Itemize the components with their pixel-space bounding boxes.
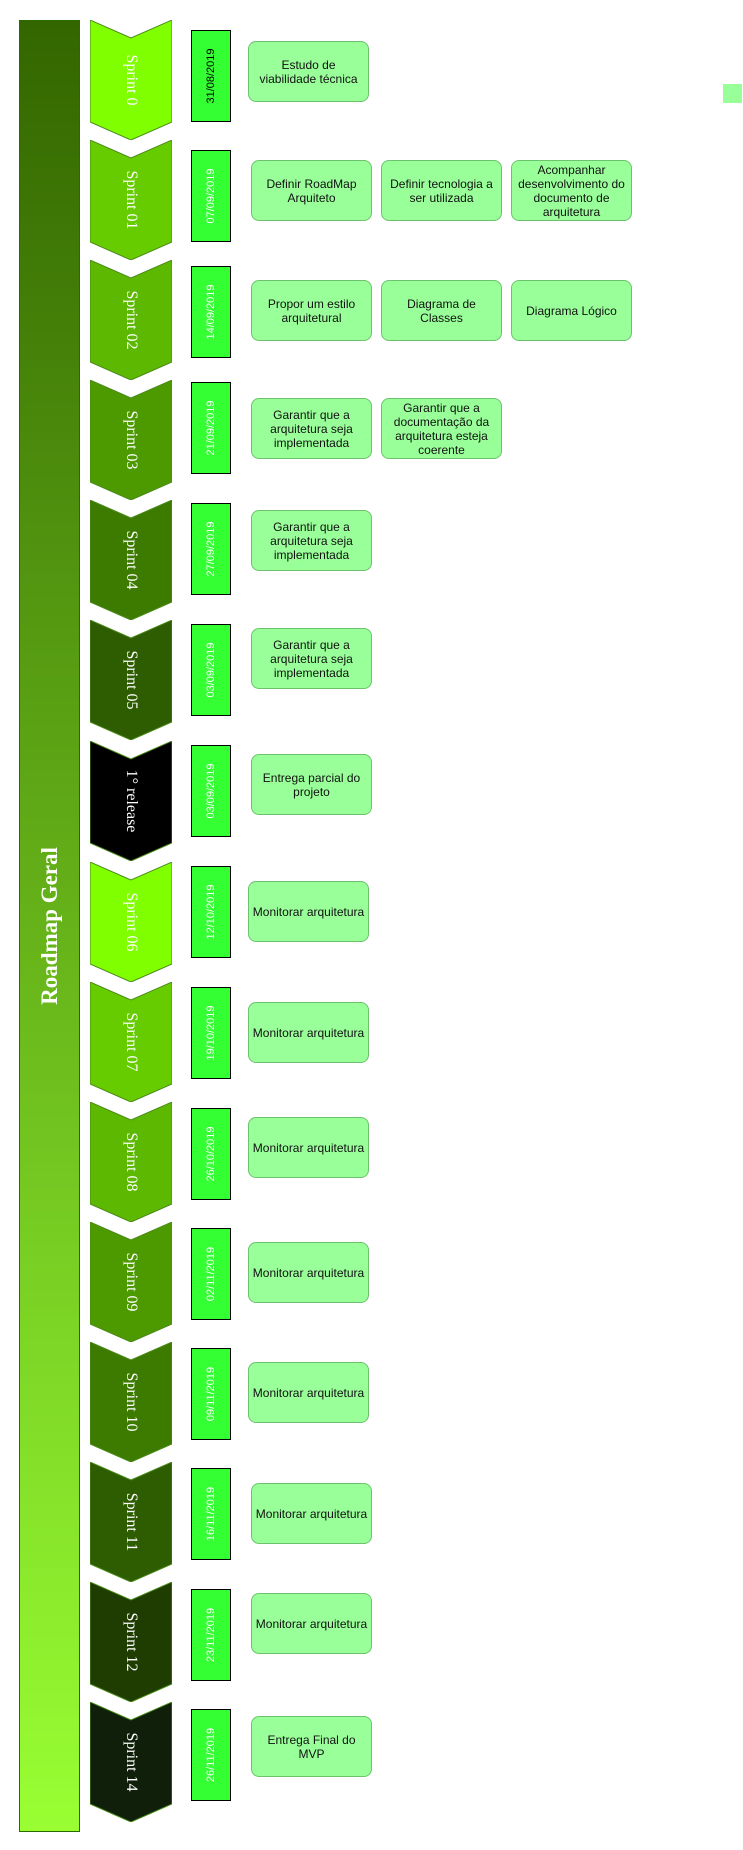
task-card: Entrega parcial do projeto xyxy=(251,754,372,815)
sprint-date-box: 12/10/2019 xyxy=(191,866,231,958)
sprint-chevron: Sprint 07 xyxy=(90,982,172,1102)
sprint-date: 07/09/2019 xyxy=(205,168,217,224)
roadmap-title-bar: Roadmap Geral xyxy=(19,20,80,1832)
sprint-label: Sprint 06 xyxy=(123,892,140,952)
sprint-label: Sprint 12 xyxy=(123,1612,140,1672)
sprint-date: 02/11/2019 xyxy=(205,1246,217,1302)
sprint-date: 21/09/2019 xyxy=(205,400,217,456)
sprint-chevron: Sprint 08 xyxy=(90,1102,172,1222)
task-card: Definir tecnologia a ser utilizada xyxy=(381,160,502,221)
sprint-chevron: Sprint 14 xyxy=(90,1702,172,1822)
sprint-chevron: Sprint 09 xyxy=(90,1222,172,1342)
task-card: Estudo de viabilidade técnica xyxy=(248,41,369,102)
sprint-chevron-shape xyxy=(90,20,172,140)
sprint-chevron: Sprint 01 xyxy=(90,140,172,260)
sprint-date-box: 26/11/2019 xyxy=(191,1709,231,1801)
sprint-label: Sprint 11 xyxy=(123,1492,140,1552)
sprint-date: 12/10/2019 xyxy=(205,884,217,940)
task-card: Monitorar arquitetura xyxy=(248,1362,369,1423)
sprint-date: 09/11/2019 xyxy=(205,1366,217,1422)
task-card: Monitorar arquitetura xyxy=(248,1117,369,1178)
sprint-label: 1° release xyxy=(123,769,140,833)
sprint-label: Sprint 08 xyxy=(123,1132,140,1192)
task-card: Garantir que a arquitetura seja implemen… xyxy=(251,510,372,571)
sprint-date-box: 19/10/2019 xyxy=(191,987,231,1079)
sprint-date: 26/11/2019 xyxy=(205,1727,217,1783)
sprint-chevron-shape xyxy=(90,862,172,982)
sprint-chevron: Sprint 0 xyxy=(90,20,172,140)
sprint-chevron-shape xyxy=(90,620,172,740)
sprint-label: Sprint 05 xyxy=(123,650,140,710)
task-card: Acompanhar desenvolvimento do documento … xyxy=(511,160,632,221)
sprint-date-box: 26/10/2019 xyxy=(191,1108,231,1200)
sprint-chevron-shape xyxy=(90,1102,172,1222)
sprint-chevron-shape xyxy=(90,1342,172,1462)
sprint-label: Sprint 02 xyxy=(123,290,140,350)
sprint-date-box: 21/09/2019 xyxy=(191,382,231,474)
sprint-chevron: Sprint 04 xyxy=(90,500,172,620)
task-card: Diagrama Lógico xyxy=(511,280,632,341)
sprint-chevron-shape xyxy=(90,380,172,500)
sprint-chevron-shape xyxy=(90,500,172,620)
sprint-chevron: Sprint 03 xyxy=(90,380,172,500)
task-card: Definir RoadMap Arquiteto xyxy=(251,160,372,221)
legend-swatch xyxy=(723,84,742,103)
task-card: Monitorar arquitetura xyxy=(248,1002,369,1063)
sprint-date: 14/09/2019 xyxy=(205,284,217,340)
sprint-date: 27/09/2019 xyxy=(205,521,217,577)
sprint-label: Sprint 10 xyxy=(123,1372,140,1432)
sprint-chevron-shape xyxy=(90,1582,172,1702)
sprint-label: Sprint 14 xyxy=(123,1732,140,1792)
sprint-date: 23/11/2019 xyxy=(205,1607,217,1663)
sprint-chevron: Sprint 10 xyxy=(90,1342,172,1462)
roadmap-title: Roadmap Geral xyxy=(36,847,62,1005)
task-card: Propor um estilo arquitetural xyxy=(251,280,372,341)
sprint-date: 31/08/2019 xyxy=(205,48,217,104)
sprint-chevron: Sprint 05 xyxy=(90,620,172,740)
sprint-date: 03/09/2019 xyxy=(205,642,217,698)
sprint-date: 03/09/2019 xyxy=(205,763,217,819)
sprint-date-box: 09/11/2019 xyxy=(191,1348,231,1440)
sprint-date-box: 27/09/2019 xyxy=(191,503,231,595)
sprint-chevron: Sprint 12 xyxy=(90,1582,172,1702)
sprint-chevron-shape xyxy=(90,1462,172,1582)
sprint-date-box: 02/11/2019 xyxy=(191,1228,231,1320)
sprint-chevron-shape xyxy=(90,140,172,260)
task-card: Monitorar arquitetura xyxy=(251,1483,372,1544)
sprint-label: Sprint 09 xyxy=(123,1252,140,1312)
sprint-date: 26/10/2019 xyxy=(205,1126,217,1182)
task-card: Monitorar arquitetura xyxy=(248,881,369,942)
sprint-chevron: Sprint 02 xyxy=(90,260,172,380)
sprint-date-box: 16/11/2019 xyxy=(191,1468,231,1560)
sprint-date: 16/11/2019 xyxy=(205,1486,217,1542)
sprint-chevron: Sprint 06 xyxy=(90,862,172,982)
task-card: Garantir que a documentação da arquitetu… xyxy=(381,398,502,459)
task-card: Garantir que a arquitetura seja implemen… xyxy=(251,628,372,689)
sprint-date-box: 03/09/2019 xyxy=(191,745,231,837)
sprint-date-box: 07/09/2019 xyxy=(191,150,231,242)
sprint-label: Sprint 0 xyxy=(123,54,140,106)
task-card: Monitorar arquitetura xyxy=(251,1593,372,1654)
sprint-chevron-shape xyxy=(90,1702,172,1822)
sprint-label: Sprint 01 xyxy=(123,170,140,230)
sprint-label: Sprint 03 xyxy=(123,410,140,470)
sprint-date-box: 14/09/2019 xyxy=(191,266,231,358)
sprint-label: Sprint 04 xyxy=(123,530,140,590)
sprint-date-box: 31/08/2019 xyxy=(191,30,231,122)
sprint-date-box: 03/09/2019 xyxy=(191,624,231,716)
sprint-chevron-shape xyxy=(90,982,172,1102)
task-card: Entrega Final do MVP xyxy=(251,1716,372,1777)
task-card: Monitorar arquitetura xyxy=(248,1242,369,1303)
sprint-date: 19/10/2019 xyxy=(205,1005,217,1061)
sprint-label: Sprint 07 xyxy=(123,1012,140,1072)
sprint-date-box: 23/11/2019 xyxy=(191,1589,231,1681)
task-card: Diagrama de Classes xyxy=(381,280,502,341)
sprint-chevron: Sprint 11 xyxy=(90,1462,172,1582)
sprint-chevron-shape xyxy=(90,741,172,861)
sprint-chevron-shape xyxy=(90,260,172,380)
task-card: Garantir que a arquitetura seja implemen… xyxy=(251,398,372,459)
sprint-chevron-shape xyxy=(90,1222,172,1342)
sprint-chevron: 1° release xyxy=(90,741,172,861)
